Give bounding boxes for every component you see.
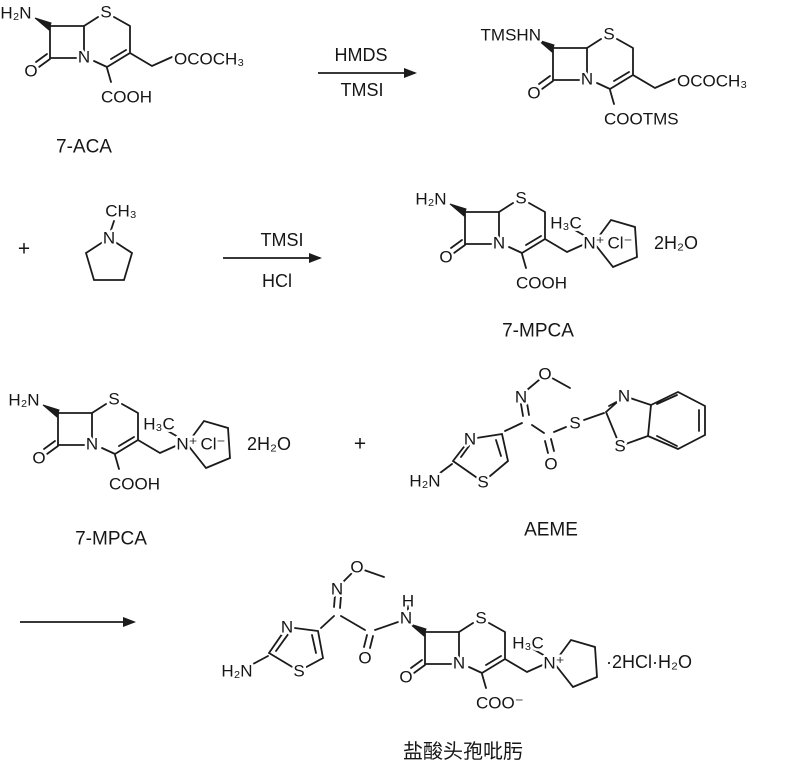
ring-s-label: S [100, 3, 111, 22]
amine-label: H₂N [0, 4, 31, 23]
compound-name-7mpca: 7-MPCA [502, 321, 574, 342]
ring-n-label: N [493, 234, 505, 253]
amide-o-label: O [358, 649, 371, 668]
ring-s-label: S [515, 189, 526, 208]
amide-h-label: H [402, 592, 414, 611]
silyl-ester-label: COOTMS [604, 110, 679, 129]
salt-label: ·2HCl·H₂O [606, 652, 692, 672]
carbonyl-o-label: O [439, 248, 452, 267]
arrow1-reagent-below: TMSI [341, 80, 384, 100]
amine-label: H₂N [221, 662, 252, 681]
compound-name-cefepime-hcl: 盐酸头孢吡肟 [403, 740, 523, 763]
amine-label: H₂N [8, 391, 39, 410]
arrow2-reagent-above: TMSI [261, 230, 304, 250]
acid-label: COOH [101, 88, 152, 107]
arrow1-reagent-above: HMDS [335, 45, 388, 65]
carbonyl-o-label: O [544, 455, 557, 474]
compound-name-aeme: AEME [524, 520, 578, 541]
quaternary-n-label: N⁺ [543, 654, 564, 673]
thiazole-s-label: S [477, 473, 488, 492]
oxime-n-label: N [331, 580, 343, 599]
scheme-labels: H₂N S N O COOH OCOCH₃ 7-ACA HMDS TMSI TM… [0, 0, 750, 766]
tms-amine-label: TMSHN [481, 26, 541, 45]
quaternary-n-label: N⁺ [583, 234, 604, 253]
thiazole-n-label: N [464, 430, 476, 449]
compound-name-7mpca-2: 7-MPCA [75, 529, 147, 550]
n-methyl-label: H₃C [512, 634, 543, 653]
benzothiazole-s-label: S [614, 437, 625, 456]
carbonyl-o-label: O [32, 449, 45, 468]
amide-n-label: N [400, 609, 412, 628]
amine-label: H₂N [415, 190, 446, 209]
n-methylpyrrolidine-bonds [84, 220, 134, 281]
bond-skeletons [20, 16, 706, 689]
n-methyl-label: CH₃ [105, 202, 136, 221]
ring-s-label: S [108, 390, 119, 409]
pyrrolidine-n-label: N [103, 229, 115, 248]
plus-sign: + [354, 433, 366, 456]
plus-sign: + [18, 238, 30, 261]
cefepime-sidechain-bonds [252, 569, 409, 673]
n-methyl-label: H₃C [550, 214, 581, 233]
oxime-n-label: N [515, 388, 527, 407]
hydrate-label: 2H₂O [654, 233, 698, 253]
quaternary-n-label: N⁺ [176, 435, 197, 454]
methoxy-o-label: O [350, 558, 363, 577]
benzothiazole-n-label: N [618, 387, 630, 406]
acetate-label: OCOCH₃ [174, 50, 244, 69]
carboxylate-label: COO⁻ [476, 694, 524, 713]
ceph-core-7aca [34, 16, 173, 83]
n-methyl-label: H₃C [143, 415, 174, 434]
thiazole-n-label: N [281, 618, 293, 637]
chloride-label: Cl⁻ [607, 234, 632, 253]
methoxy-o-label: O [538, 365, 551, 384]
ring-n-label: N [78, 48, 90, 67]
hydrate-label: 2H₂O [247, 434, 291, 454]
carbonyl-o-label: O [24, 62, 37, 81]
chloride-label: Cl⁻ [200, 435, 225, 454]
ceph-core-silylated [537, 38, 676, 105]
thiazole-s-label: S [293, 662, 304, 681]
aeme-bonds [439, 377, 706, 484]
acid-label: COOH [109, 475, 160, 494]
ring-s-label: S [475, 609, 486, 628]
carbonyl-o-label: O [399, 668, 412, 687]
ring-n-label: N [581, 70, 593, 89]
amine-label: H₂N [409, 472, 440, 491]
arrow2-reagent-below: HCl [262, 271, 292, 291]
ring-n-label: N [453, 654, 465, 673]
ring-n-label: N [86, 435, 98, 454]
acetate-label: OCOCH₃ [677, 72, 747, 91]
thioester-s-label: S [569, 414, 580, 433]
acid-label: COOH [516, 274, 567, 293]
compound-name-7aca: 7-ACA [56, 137, 112, 158]
carbonyl-o-label: O [527, 84, 540, 103]
ring-s-label: S [603, 25, 614, 44]
